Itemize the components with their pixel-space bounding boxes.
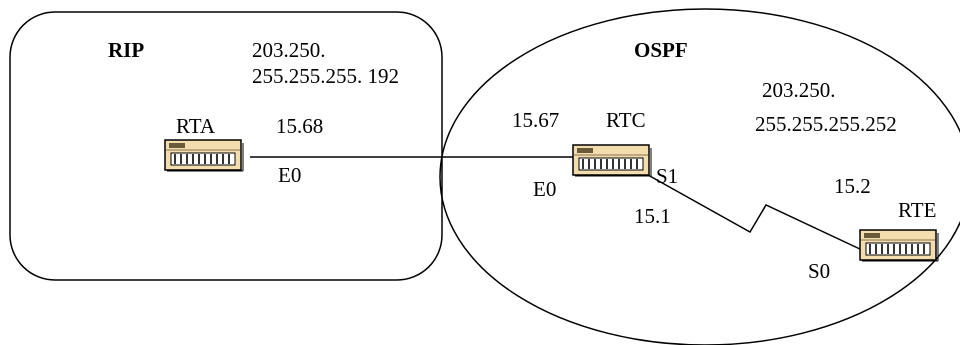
rtc-e0-label: E0 xyxy=(533,177,556,201)
router-rtc xyxy=(572,144,652,177)
router-icon xyxy=(572,144,652,177)
rta-e0-label: E0 xyxy=(278,163,301,187)
router-icon xyxy=(164,139,244,172)
ospf-label: OSPF xyxy=(634,38,688,62)
router-icon xyxy=(859,229,939,262)
rip-label: RIP xyxy=(108,38,144,62)
rte-ip: 15.2 xyxy=(834,174,871,198)
serial-link xyxy=(647,174,863,251)
rtc-name: RTC xyxy=(606,108,646,132)
ospf-area-boundary xyxy=(439,8,960,345)
rtc-s1-label: S1 xyxy=(656,164,678,188)
rip-network-line1: 203.250. xyxy=(252,38,326,62)
rtc-ip: 15.67 xyxy=(512,108,559,132)
router-rta xyxy=(164,139,244,172)
router-rte xyxy=(859,229,939,262)
rta-ip: 15.68 xyxy=(276,114,323,138)
rta-name: RTA xyxy=(176,114,216,138)
ospf-network-line1: 203.250. xyxy=(762,78,836,102)
ospf-network-mask: 255.255.255.252 xyxy=(755,112,897,136)
rte-name: RTE xyxy=(898,198,936,222)
rip-area-boundary xyxy=(9,11,443,281)
rip-network-mask: 255.255.255. 192 xyxy=(252,64,399,88)
rtc-s1-ip: 15.1 xyxy=(634,204,671,228)
rte-s0-label: S0 xyxy=(808,259,830,283)
